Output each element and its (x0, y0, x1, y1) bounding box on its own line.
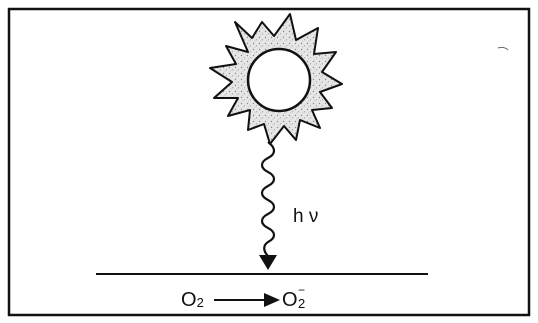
scan-mark (497, 46, 509, 51)
reactant-oxygen: O2 (181, 289, 204, 311)
product-superoxide: O (282, 289, 298, 311)
reaction-arrowhead (264, 293, 280, 307)
sun-core (246, 47, 312, 113)
photon-arrow (259, 141, 277, 270)
sun-icon (209, 13, 343, 145)
product-subscript: 2 (298, 296, 305, 311)
photon-arrowhead (259, 255, 277, 270)
wavy-photon-line (260, 141, 276, 257)
reactant-element: O (181, 289, 197, 311)
product-superscript: − (298, 283, 305, 297)
product-element: O (282, 289, 298, 311)
reactant-subscript: 2 (197, 295, 204, 310)
reaction-equation: O2 O − 2 (181, 283, 305, 311)
photon-energy-label: h ν (293, 206, 318, 227)
diagram-frame (7, 7, 531, 317)
